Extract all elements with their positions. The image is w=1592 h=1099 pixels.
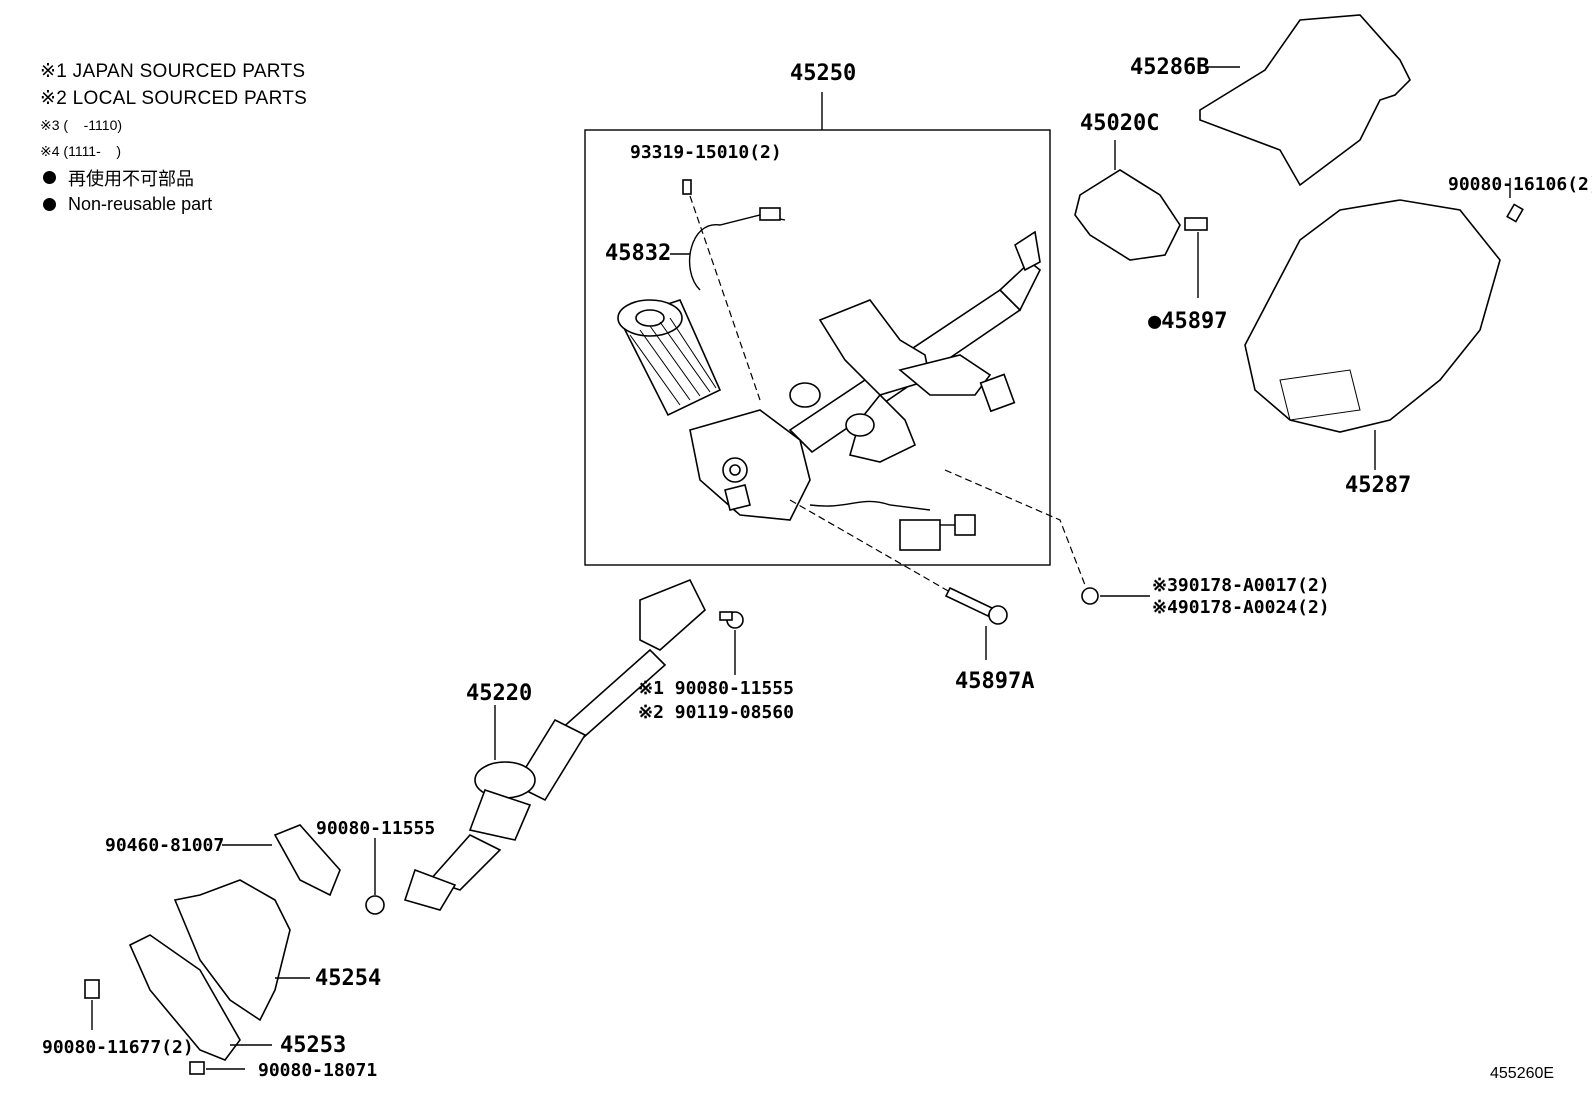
legend: ※1 JAPAN SOURCED PARTS ※2 LOCAL SOURCED …: [40, 58, 307, 218]
legend-range-4: ※4 (1111- ): [40, 142, 121, 159]
part-45897: [1184, 217, 1208, 231]
sensor-wire-45832: [688, 214, 786, 291]
label-45253: 45253: [280, 1033, 346, 1058]
intermediate-shaft-45220: [403, 578, 706, 911]
screw-93319: [682, 179, 692, 195]
upper-cover-45286B: [1199, 14, 1411, 187]
boot-45254: [173, 879, 291, 1022]
plate-45253: [128, 934, 241, 1061]
assembly-45250-box: [584, 129, 1051, 566]
label-45254: 45254: [315, 966, 381, 991]
figure-code: 455260E: [1490, 1065, 1554, 1082]
bolt-90080-11555-b: [365, 895, 385, 915]
label-93319: 93319-15010(2): [630, 142, 782, 163]
dash-90178: [944, 469, 1086, 586]
sensor-connector-45832: [759, 207, 781, 221]
label-45287: 45287: [1345, 473, 1411, 498]
label-90080-11677: 90080-11677(2): [42, 1037, 194, 1058]
lower-cover-vent: [1279, 369, 1361, 421]
switch-45020C: [1074, 169, 1181, 261]
label-90119-08560: ※2 90119-08560: [638, 702, 794, 723]
bullet-icon: [43, 198, 56, 211]
bullet-icon: [43, 171, 56, 184]
bolt-90080-11677: [84, 979, 100, 999]
label-90178-a: ※390178-A0017(2): [1152, 575, 1330, 596]
legend-non-reusable-en: Non-reusable part: [40, 191, 307, 218]
label-45897: ●45897: [1148, 309, 1227, 334]
nut-90178: [1081, 587, 1099, 605]
bolt-head-45897A: [988, 605, 1008, 625]
legend-japan-sourced: ※1 JAPAN SOURCED PARTS: [40, 61, 306, 82]
steering-column-drawing: [617, 230, 1042, 551]
dash-45897A: [789, 499, 951, 593]
lower-cover-45287: [1244, 199, 1501, 433]
legend-local-sourced: ※2 LOCAL SOURCED PARTS: [40, 88, 308, 109]
label-45286B: 45286B: [1130, 55, 1209, 80]
label-45020C: 45020C: [1080, 111, 1159, 136]
label-90080-11555-a: ※1 90080-11555: [638, 678, 794, 699]
legend-range-3: ※3 ( -1110): [40, 116, 123, 133]
bolt-45897A: [944, 586, 994, 618]
legend-non-reusable-jp: 再使用不可部品: [40, 164, 307, 191]
label-90080-16106: 90080-16106(2): [1448, 174, 1592, 195]
dash-93319: [689, 195, 761, 401]
screw-90080-16106: [1506, 203, 1524, 223]
label-90080-18071: 90080-18071: [258, 1060, 377, 1081]
label-45220: 45220: [466, 681, 532, 706]
legend-non-reusable-jp-text: 再使用不可部品: [68, 168, 194, 189]
legend-non-reusable-en-text: Non-reusable part: [68, 194, 213, 214]
label-90178-b: ※490178-A0024(2): [1152, 597, 1330, 618]
label-90080-11555-b: 90080-11555: [316, 818, 435, 839]
label-90460: 90460-81007: [105, 835, 224, 856]
nut-90080-18071: [189, 1061, 205, 1075]
label-45832: 45832: [605, 241, 671, 266]
label-45250: 45250: [790, 61, 856, 86]
label-45897A: 45897A: [955, 669, 1034, 694]
bolt-shank-90080-11555-a: [719, 611, 733, 621]
clamp-90460: [273, 824, 341, 897]
